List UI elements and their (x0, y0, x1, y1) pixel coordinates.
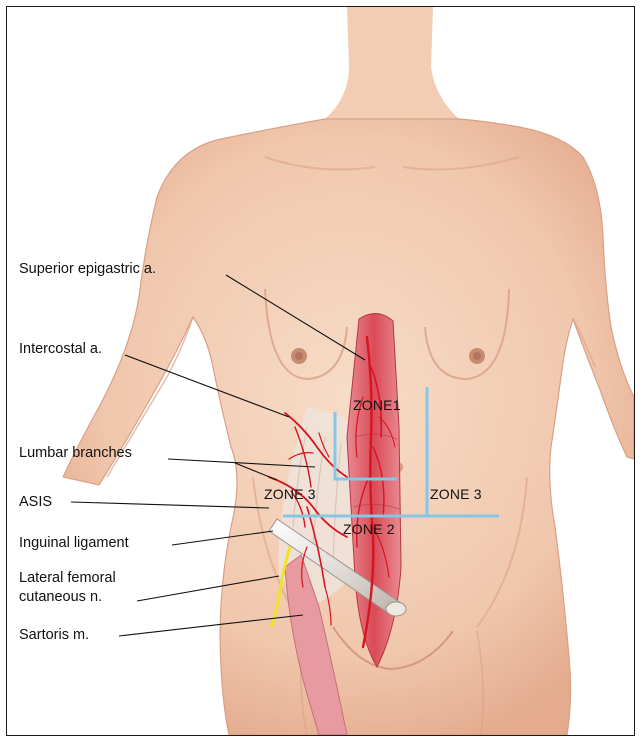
label-lumbar-branches: Lumbar branches (19, 445, 132, 462)
abdominal-anatomy-illustration (7, 7, 634, 735)
label-sartorius: Sartoris m. (19, 627, 89, 644)
figure-frame: Superior epigastric a. Intercostal a. Lu… (6, 6, 635, 736)
zone2-label: ZONE 2 (343, 521, 395, 537)
body-silhouette (63, 7, 634, 735)
zone1-label: ZONE1 (353, 397, 401, 413)
zone3-left-label: ZONE 3 (264, 486, 316, 502)
label-asis: ASIS (19, 494, 52, 511)
zone3-right-label: ZONE 3 (430, 486, 482, 502)
label-inguinal-ligament: Inguinal ligament (19, 535, 129, 552)
label-lateral-femoral-line2: cutaneous n. (19, 589, 102, 606)
label-superior-epigastric: Superior epigastric a. (19, 261, 156, 278)
label-intercostal: Intercostal a. (19, 341, 102, 358)
label-lateral-femoral-line1: Lateral femoral (19, 570, 116, 587)
